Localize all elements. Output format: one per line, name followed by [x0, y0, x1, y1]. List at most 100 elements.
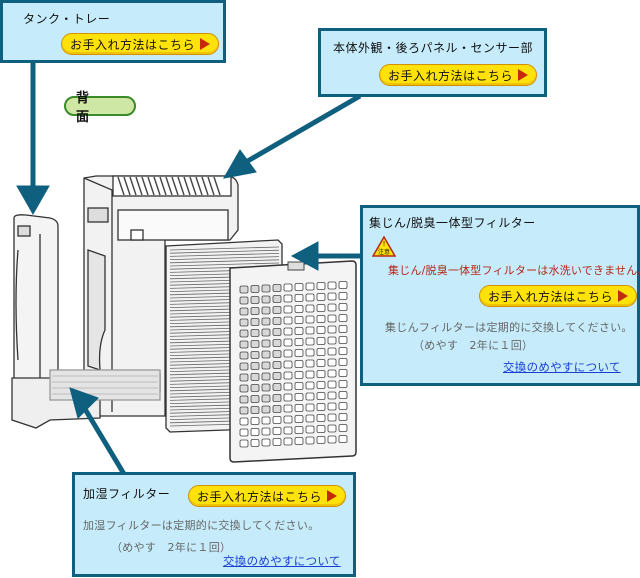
filter-opening [261, 416, 271, 425]
filter-opening [316, 381, 326, 389]
filter-opening [261, 438, 271, 447]
filter-opening [305, 293, 315, 302]
filter-opening [338, 347, 348, 355]
filter-opening [250, 373, 260, 381]
tray-drawing [11, 369, 161, 429]
filter-opening [327, 336, 337, 345]
pleat-line [169, 259, 280, 264]
filter-opening [272, 405, 282, 413]
filter-opening [250, 329, 260, 337]
filter-opening [283, 393, 293, 402]
filter-opening [261, 427, 271, 436]
filter-opening [272, 295, 282, 303]
filter-opening [294, 327, 304, 335]
filter-opening [272, 438, 282, 446]
filter-opening [294, 305, 304, 313]
filter-opening [261, 405, 271, 414]
filter-opening [327, 281, 337, 290]
arrow-body [244, 93, 362, 165]
filter-opening [316, 392, 326, 400]
filter-opening [338, 325, 348, 333]
filter-opening [239, 395, 249, 404]
filter-opening [239, 285, 249, 294]
filter-opening [305, 370, 315, 379]
filter-opening [261, 372, 271, 381]
filter-opening [283, 294, 293, 303]
filter-opening [327, 435, 337, 444]
filter-opening [239, 351, 249, 360]
filter-opening [272, 306, 282, 314]
filter-opening [250, 384, 260, 392]
dust-filter-title: 集じん/脱臭一体型フィルター [369, 216, 536, 230]
filter-opening [338, 424, 348, 432]
filter-opening [305, 282, 315, 291]
filter-opening [239, 384, 249, 393]
filter-opening [239, 439, 249, 448]
play-arrow-icon [327, 490, 338, 502]
humidify-filter-replacement-link[interactable]: 交換のめやすについて [223, 554, 341, 568]
filter-opening [305, 436, 315, 445]
arrow-humidify-filter [79, 402, 127, 476]
filter-opening [316, 425, 326, 433]
filter-opening [305, 304, 315, 313]
filter-opening [327, 292, 337, 301]
filter-opening [283, 415, 293, 424]
filter-opening [305, 403, 315, 412]
filter-opening [239, 318, 249, 327]
pleat-line [169, 262, 280, 267]
filter-opening [239, 307, 249, 316]
filter-opening [261, 328, 271, 337]
filter-opening [316, 326, 326, 334]
filter-opening [239, 417, 249, 426]
dust-filter-care-button-label: お手入れ方法はこちら [488, 289, 614, 304]
arrow-dust-filter-head [290, 241, 319, 271]
filter-opening [261, 317, 271, 326]
filter-opening [327, 303, 337, 312]
filter-opening [305, 359, 315, 368]
play-arrow-icon [618, 290, 629, 302]
filter-opening [316, 414, 326, 422]
humidify-filter-care-button[interactable]: お手入れ方法はこちら [188, 485, 346, 507]
filter-opening [272, 394, 282, 402]
filter-opening [316, 370, 326, 378]
main-body-drawing [83, 175, 239, 417]
tank-tray-panel: タンク・トレー お手入れ方法はこちら [0, 0, 226, 63]
filter-opening [294, 371, 304, 379]
filter-opening [272, 383, 282, 391]
filter-opening [294, 404, 304, 412]
filter-opening [316, 337, 326, 345]
filter-opening [283, 305, 293, 314]
tank-care-button-label: お手入れ方法はこちら [70, 37, 196, 52]
humidify-filter-care-button-label: お手入れ方法はこちら [197, 489, 323, 504]
filter-opening [250, 318, 260, 326]
filter-opening [261, 361, 271, 370]
humidify-filter-interval: （めやす 2年に１回） [111, 541, 232, 554]
filter-opening [283, 283, 293, 292]
filter-opening [338, 402, 348, 410]
filter-opening [283, 327, 293, 336]
filter-opening [327, 413, 337, 422]
dust-filter-replacement-link[interactable]: 交換のめやすについて [503, 360, 621, 374]
filter-opening [294, 382, 304, 390]
tank-drawing [13, 214, 59, 393]
filter-opening [338, 314, 348, 322]
filter-opening [338, 281, 348, 289]
filter-opening [338, 435, 348, 443]
filter-opening [294, 316, 304, 324]
pointer-arrows [16, 62, 362, 476]
filter-opening [261, 306, 271, 315]
filter-opening [294, 338, 304, 346]
filter-opening [294, 437, 304, 445]
tank-care-button[interactable]: お手入れ方法はこちら [61, 33, 219, 55]
filter-opening [338, 413, 348, 421]
filter-opening [283, 338, 293, 347]
filter-opening [327, 325, 337, 334]
filter-opening [305, 326, 315, 335]
filter-opening [261, 339, 271, 348]
body-care-button[interactable]: お手入れ方法はこちら [379, 64, 537, 86]
filter-opening [305, 381, 315, 390]
dust-filter-care-button[interactable]: お手入れ方法はこちら [479, 285, 637, 307]
humidify-filter-panel: 加湿フィルター お手入れ方法はこちら 加湿フィルターは定期的に交換してください。… [72, 472, 356, 577]
pleat-line [169, 256, 280, 260]
